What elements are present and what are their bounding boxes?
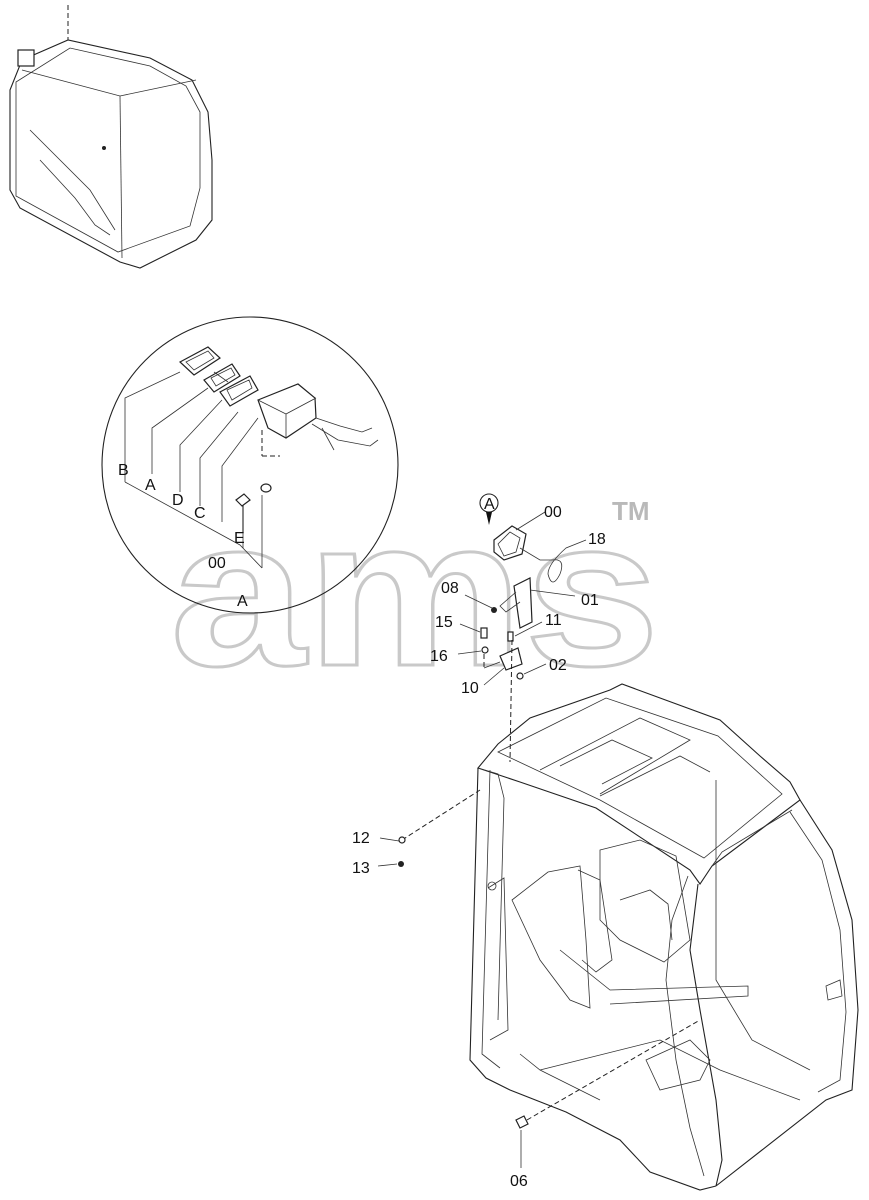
cab-callouts <box>377 789 701 1168</box>
callout-10: 10 <box>461 680 479 697</box>
callout-labels: 00 18 08 01 15 11 16 02 10 12 13 06 <box>352 504 606 1190</box>
callout-15: 15 <box>435 614 453 631</box>
label-00-detail: 00 <box>208 555 226 572</box>
label-d: D <box>172 492 184 509</box>
label-e: E <box>234 530 245 547</box>
callout-01: 01 <box>581 592 599 609</box>
label-a-2: A <box>237 593 248 610</box>
callout-16: 16 <box>430 648 448 665</box>
callout-11: 11 <box>545 612 562 629</box>
arrow-down-icon <box>486 512 492 525</box>
callout-13: 13 <box>352 860 370 877</box>
callout-00: 00 <box>544 504 562 521</box>
detail-circle: B A D C E 00 A <box>101 316 399 614</box>
callout-08: 08 <box>441 580 459 597</box>
callout-06: 06 <box>510 1173 528 1190</box>
main-cab <box>469 683 859 1191</box>
view-a-marker: A <box>484 496 495 513</box>
watermark-tm: TM <box>612 496 650 526</box>
label-a-1: A <box>145 477 156 494</box>
callout-02: 02 <box>549 657 567 674</box>
cab-thumbnail <box>9 5 213 269</box>
label-b: B <box>118 462 129 479</box>
callout-12: 12 <box>352 830 370 847</box>
callout-18: 18 <box>588 531 606 548</box>
lamp-bracket-assembly: A <box>457 493 587 763</box>
watermark: ams TM <box>169 474 662 712</box>
watermark-text: ams <box>170 475 660 710</box>
label-c: C <box>194 505 206 522</box>
